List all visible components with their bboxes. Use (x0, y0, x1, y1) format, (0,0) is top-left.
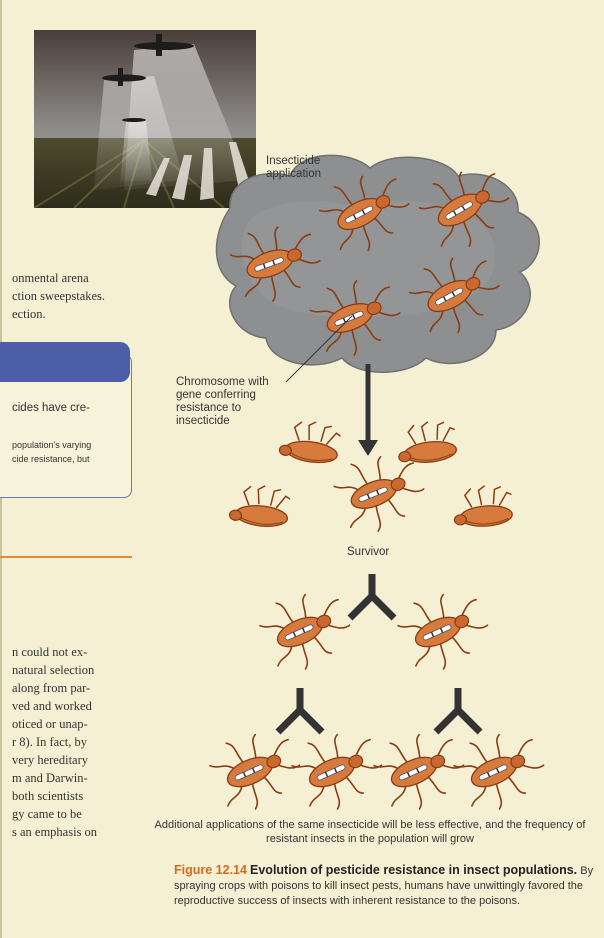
figure-title: Evolution of pesticide resistance in ins… (250, 863, 577, 877)
insecticide-label: Insecticide application (266, 155, 376, 181)
figure-number: Figure 12.14 (174, 863, 247, 877)
figure-caption: Figure 12.14 Evolution of pesticide resi… (174, 863, 594, 909)
chromosome-label: Chromosome with gene conferring resistan… (176, 376, 288, 428)
survivor-label: Survivor (347, 546, 389, 559)
diagram-note: Additional applications of the same inse… (150, 818, 590, 846)
